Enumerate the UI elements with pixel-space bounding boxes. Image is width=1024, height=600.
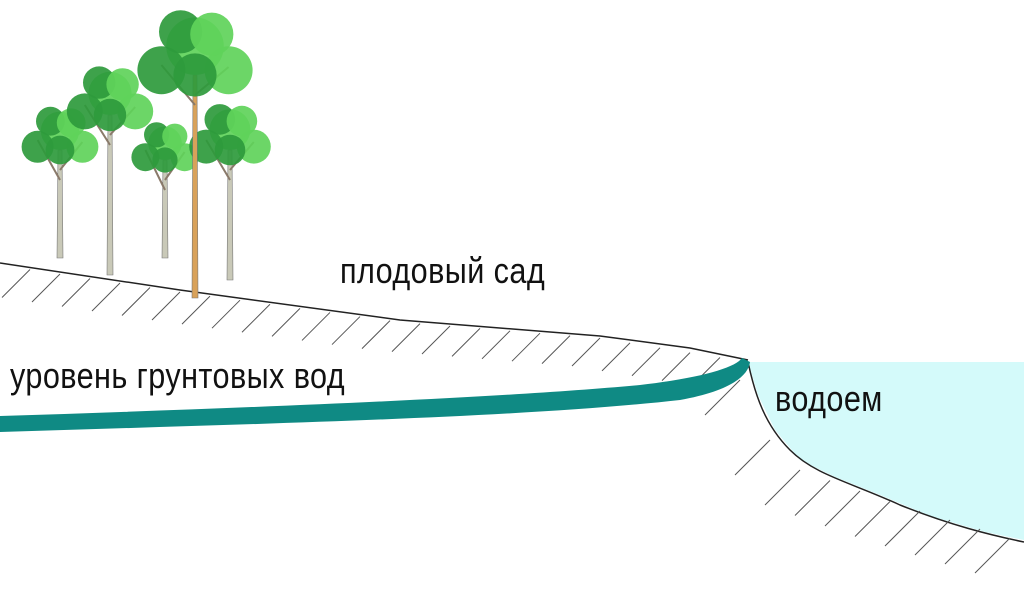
hatch-line (914, 519, 951, 556)
orchard-label: плодовый сад (340, 250, 546, 291)
hatch-line (271, 308, 301, 337)
hatch-line (854, 501, 891, 537)
hatch-line (151, 291, 181, 321)
hatch-line (764, 469, 801, 506)
hatch-line (301, 312, 331, 341)
hatch-line (451, 328, 481, 357)
hatch-line (1, 269, 31, 298)
ground-surface-line (0, 262, 749, 361)
hatch-line (421, 325, 451, 355)
hatch-line (181, 295, 211, 325)
hatch-line (824, 490, 861, 527)
pond-shore-line (747, 361, 1024, 543)
soil-hatching (1, 269, 1011, 574)
hatch-line (974, 537, 1011, 574)
hatch-line (571, 337, 601, 367)
hatch-line (121, 287, 151, 316)
hatch-line (211, 299, 241, 329)
hatch-line (631, 347, 661, 377)
hatch-line (601, 342, 631, 372)
groundwater-label: уровень грунтовых вод (10, 355, 346, 396)
hatch-line (541, 335, 571, 364)
tree-icon (21, 106, 99, 259)
hatch-line (734, 439, 771, 476)
groundwater-level-band (0, 358, 750, 432)
hatch-line (481, 330, 511, 360)
tree-icon (66, 66, 154, 276)
orchard-trees (21, 10, 271, 299)
hatch-line (91, 282, 121, 312)
hatch-line (794, 480, 831, 516)
hatch-line (61, 278, 91, 307)
tree-icon (137, 10, 253, 299)
hatch-line (661, 352, 691, 381)
tree-icon (131, 122, 199, 259)
hatch-line (884, 510, 921, 547)
pond-label: водоем (775, 378, 883, 419)
hatch-line (704, 379, 741, 416)
hatch-line (241, 303, 271, 333)
hatch-line (391, 323, 421, 352)
hatch-line (361, 320, 391, 349)
hatch-line (944, 528, 981, 565)
tree-icon (189, 104, 271, 281)
hatch-line (331, 316, 361, 345)
hatch-line (31, 273, 61, 303)
pond-water (748, 362, 1024, 540)
hatch-line (511, 332, 541, 362)
